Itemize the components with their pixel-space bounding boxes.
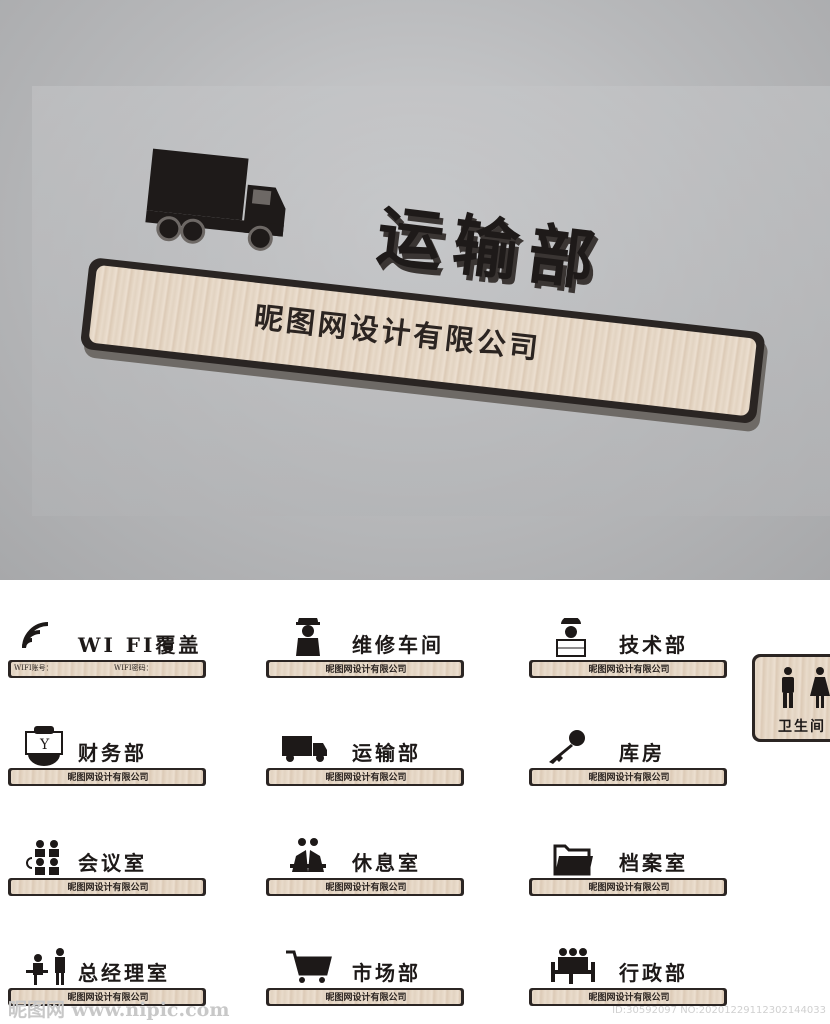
engineer-icon (556, 618, 586, 657)
truck-icon (282, 736, 327, 762)
sign-plate (266, 768, 464, 786)
sign-plate (8, 768, 206, 786)
restroom-icon (782, 667, 830, 708)
sign-title: 会议室 (78, 851, 147, 875)
sign-title: WI FI覆盖 (78, 633, 202, 657)
key-icon (549, 730, 585, 764)
sign-title: 财务部 (78, 741, 147, 765)
toilet-label: 卫生间 (778, 719, 826, 735)
sign-10: 总经理室昵图网设计有限公司 (8, 928, 208, 1018)
sign-11: 市场部昵图网设计有限公司 (266, 928, 466, 1018)
sign-plate (266, 878, 464, 896)
sign-6: 库房昵图网设计有限公司 (529, 708, 729, 798)
sign-company: 昵图网设计有限公司 (588, 665, 670, 675)
sign-plate (8, 660, 206, 678)
sign-8: 休息室昵图网设计有限公司 (266, 818, 466, 908)
sign-title: 休息室 (352, 851, 421, 875)
sign-title: 运输部 (352, 741, 421, 765)
sign-5: 运输部昵图网设计有限公司 (266, 708, 466, 798)
sign-title: 档案室 (619, 851, 688, 875)
sign-company: 昵图网设计有限公司 (67, 993, 149, 1003)
watermark-left: 昵图网 www.nipic.com (8, 999, 230, 1021)
sign-title: 市场部 (352, 961, 421, 985)
office-icon (551, 948, 595, 984)
sign-company: 昵图网设计有限公司 (67, 773, 149, 783)
sign-12: 行政部昵图网设计有限公司 (529, 928, 729, 1018)
meeting-icon (26, 840, 59, 875)
sign-plate (8, 878, 206, 896)
sign-7: 会议室昵图网设计有限公司 (8, 818, 208, 908)
wifi-icon (22, 622, 49, 649)
sign-company: 昵图网设计有限公司 (67, 883, 149, 893)
sign-9: 档案室昵图网设计有限公司 (529, 818, 729, 908)
sign-title: 库房 (619, 741, 665, 765)
sign-company: 昵图网设计有限公司 (325, 993, 407, 1003)
sign-plate (266, 660, 464, 678)
sign-company: 昵图网设计有限公司 (588, 883, 670, 893)
cart-icon (286, 950, 332, 983)
money-hand-icon: Y (25, 726, 63, 766)
rest-icon (290, 838, 326, 872)
sign-4: Y 财务部昵图网设计有限公司 (8, 708, 208, 798)
sign-company: 昵图网设计有限公司 (588, 993, 670, 1003)
sign-plate (529, 660, 727, 678)
sign-company: 昵图网设计有限公司 (325, 883, 407, 893)
hero-mockup: 运输部 昵图网设计有限公司 (0, 0, 830, 580)
watermark-right: ID:30592097 NO:20201229112302144033 (612, 1005, 826, 1016)
sign-3: 技术部昵图网设计有限公司 (529, 600, 729, 690)
toilet-sign: 卫生间 (752, 654, 830, 742)
sign-title: 总经理室 (78, 961, 170, 985)
sign-company: 昵图网设计有限公司 (588, 773, 670, 783)
worker-icon (296, 618, 320, 656)
svg-text:Y: Y (39, 737, 50, 753)
sign-plate (529, 988, 727, 1006)
sign-company: 昵图网设计有限公司 (325, 665, 407, 675)
truck-icon (145, 148, 286, 251)
wifi-account-label: WIFI账号： (14, 664, 53, 672)
sign-company: 昵图网设计有限公司 (325, 773, 407, 783)
sign-plate (529, 768, 727, 786)
sign-plate (8, 988, 206, 1006)
sign-2: 维修车间昵图网设计有限公司 (266, 600, 466, 690)
manager-icon (26, 948, 65, 985)
sign-plate (529, 878, 727, 896)
sign-title: 技术部 (619, 633, 688, 657)
sign-title: 维修车间 (352, 633, 444, 657)
sign-title: 行政部 (619, 961, 688, 985)
sign-1: WI FI覆盖 WIFI账号： WIFI密码： (8, 600, 208, 690)
sign-plate (266, 988, 464, 1006)
wifi-password-label: WIFI密码： (114, 664, 153, 672)
folder-icon (553, 844, 593, 876)
